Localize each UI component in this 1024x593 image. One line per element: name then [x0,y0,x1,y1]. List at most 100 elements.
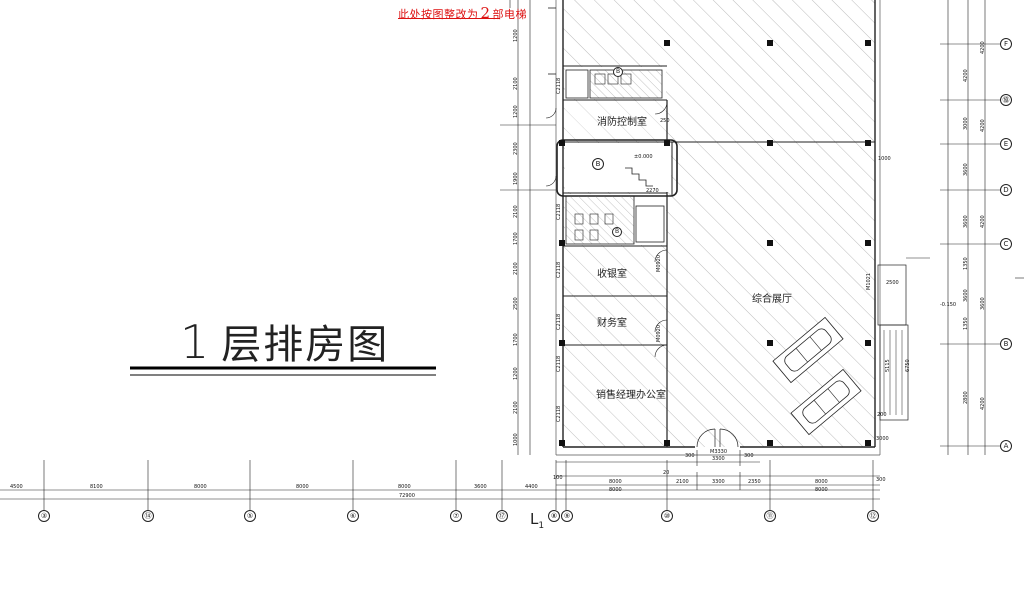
dim-label: 1900 [513,172,519,185]
title-text: 层排房图 [221,322,390,368]
dim-label: 3600 [474,484,487,490]
red-note-underline [398,18,500,19]
room-finance: 财务室 [597,318,627,329]
axis-bubble-bottom: ⑨ [561,510,573,522]
window-code: C2118 [556,313,562,330]
axis-bubble-bottom: ⑫ [867,510,879,522]
elevation-label-2: -0.150 [940,302,957,308]
dim-label: 8000 [609,479,622,485]
dim-label: 3000 [876,436,889,442]
axis-bubble-bottom: ③ [38,510,50,522]
dim-label: 20 [663,470,670,476]
dim-label: 2270 [646,188,659,194]
dim-label: 8000 [609,487,622,493]
dim-label: 3600 [980,297,986,310]
dim-label: 3600 [963,289,969,302]
room-doors [545,101,668,358]
dim-label: 1700 [513,232,519,245]
dim-total: 72900 [399,493,415,499]
top-core-marker: B [613,67,623,77]
axis-bubble-bottom: ⑭ [142,510,154,522]
dim-label: 2350 [748,479,761,485]
axis-bubble-right: E [1000,138,1012,150]
dim-label: 300 [876,477,886,483]
right-dimensions [940,0,1024,455]
axis-bubble-right: ㊯ [1000,94,1012,106]
dim-label: 2100 [676,479,689,485]
stair-marker-b: B [592,158,604,170]
dim-label: 1200 [513,105,519,118]
entrance-door [696,428,741,466]
axis-bubble-bottom: ⑩ [661,510,673,522]
red-note-after: 部电梯 [492,8,528,21]
dim-label: 2800 [963,391,969,404]
dim-label: 1000 [513,433,519,446]
dim-label: 4200 [980,397,986,410]
door-side: 300 [685,453,695,459]
dim-label: 3000 [963,117,969,130]
room-fire-control: 消防控制室 [597,117,647,128]
dim-label: 1700 [513,333,519,346]
axis-bubble-right: F [1000,38,1012,50]
window-code: C2118 [556,355,562,372]
dim-label: 2300 [513,142,519,155]
door-code: M1021 [866,272,872,290]
window-code: C2118 [556,261,562,278]
axis-bubble-right: C [1000,238,1012,250]
dim-label: 5115 [885,359,891,372]
l-marker: L [530,510,539,528]
axis-bubble-bottom: ⑰ [496,510,508,522]
room-sales-office: 销售经理办公室 [596,390,666,401]
axis-bubble-bottom: ⑥ [347,510,359,522]
dim-label: 8100 [90,484,103,490]
dim-label: 1350 [963,317,969,330]
window-code: C2118 [556,77,562,94]
red-note-number: 2 [480,4,491,22]
room-hall: 综合展厅 [752,294,792,305]
dim-label: 4200 [980,215,986,228]
dim-label: 4200 [963,69,969,82]
title-underline [130,366,436,376]
car-2 [790,368,862,436]
title-number: 1 [180,315,212,369]
elevation-label: ±0.000 [634,154,653,160]
dim-label: 2500 [513,297,519,310]
l1-marker: L1 [530,510,544,531]
axis-bubble-right: D [1000,184,1012,196]
dim-label: 2100 [513,77,519,90]
dim-label: 1200 [513,367,519,380]
dim-label: 3600 [963,215,969,228]
dim-label: 2100 [513,401,519,414]
window-code: C2118 [556,203,562,220]
bottom-dimensions [0,460,880,510]
door-code: M3330 [710,449,728,455]
columns [559,40,871,446]
dim-label: 4200 [980,119,986,132]
dim-label: 1000 [878,156,891,162]
dim-label: 3600 [963,163,969,176]
dim-label: 8000 [815,487,828,493]
window-code: C2118 [556,405,562,422]
axis-bubble-bottom: ⑧ [548,510,560,522]
red-note-before: 此处按图整改为 [398,8,479,21]
dim-label: 1350 [963,257,969,270]
dim-label: 4500 [10,484,23,490]
dim-label: 8000 [398,484,411,490]
side-entrance [877,257,930,421]
dim-label: 8000 [194,484,207,490]
elevator-marker-b: B [612,227,622,237]
door-side: 300 [744,453,754,459]
l-marker-sub: 1 [538,521,545,531]
axis-bubble-right: B [1000,338,1012,350]
stair-core [556,69,678,245]
dim-label: 4200 [980,41,986,54]
axis-bubble-right: A [1000,440,1012,452]
axis-bubble-bottom: ⑤ [244,510,256,522]
dim-label: 2500 [886,280,899,286]
axis-bubble-bottom: ⑪ [764,510,776,522]
left-dimensions [500,0,556,455]
